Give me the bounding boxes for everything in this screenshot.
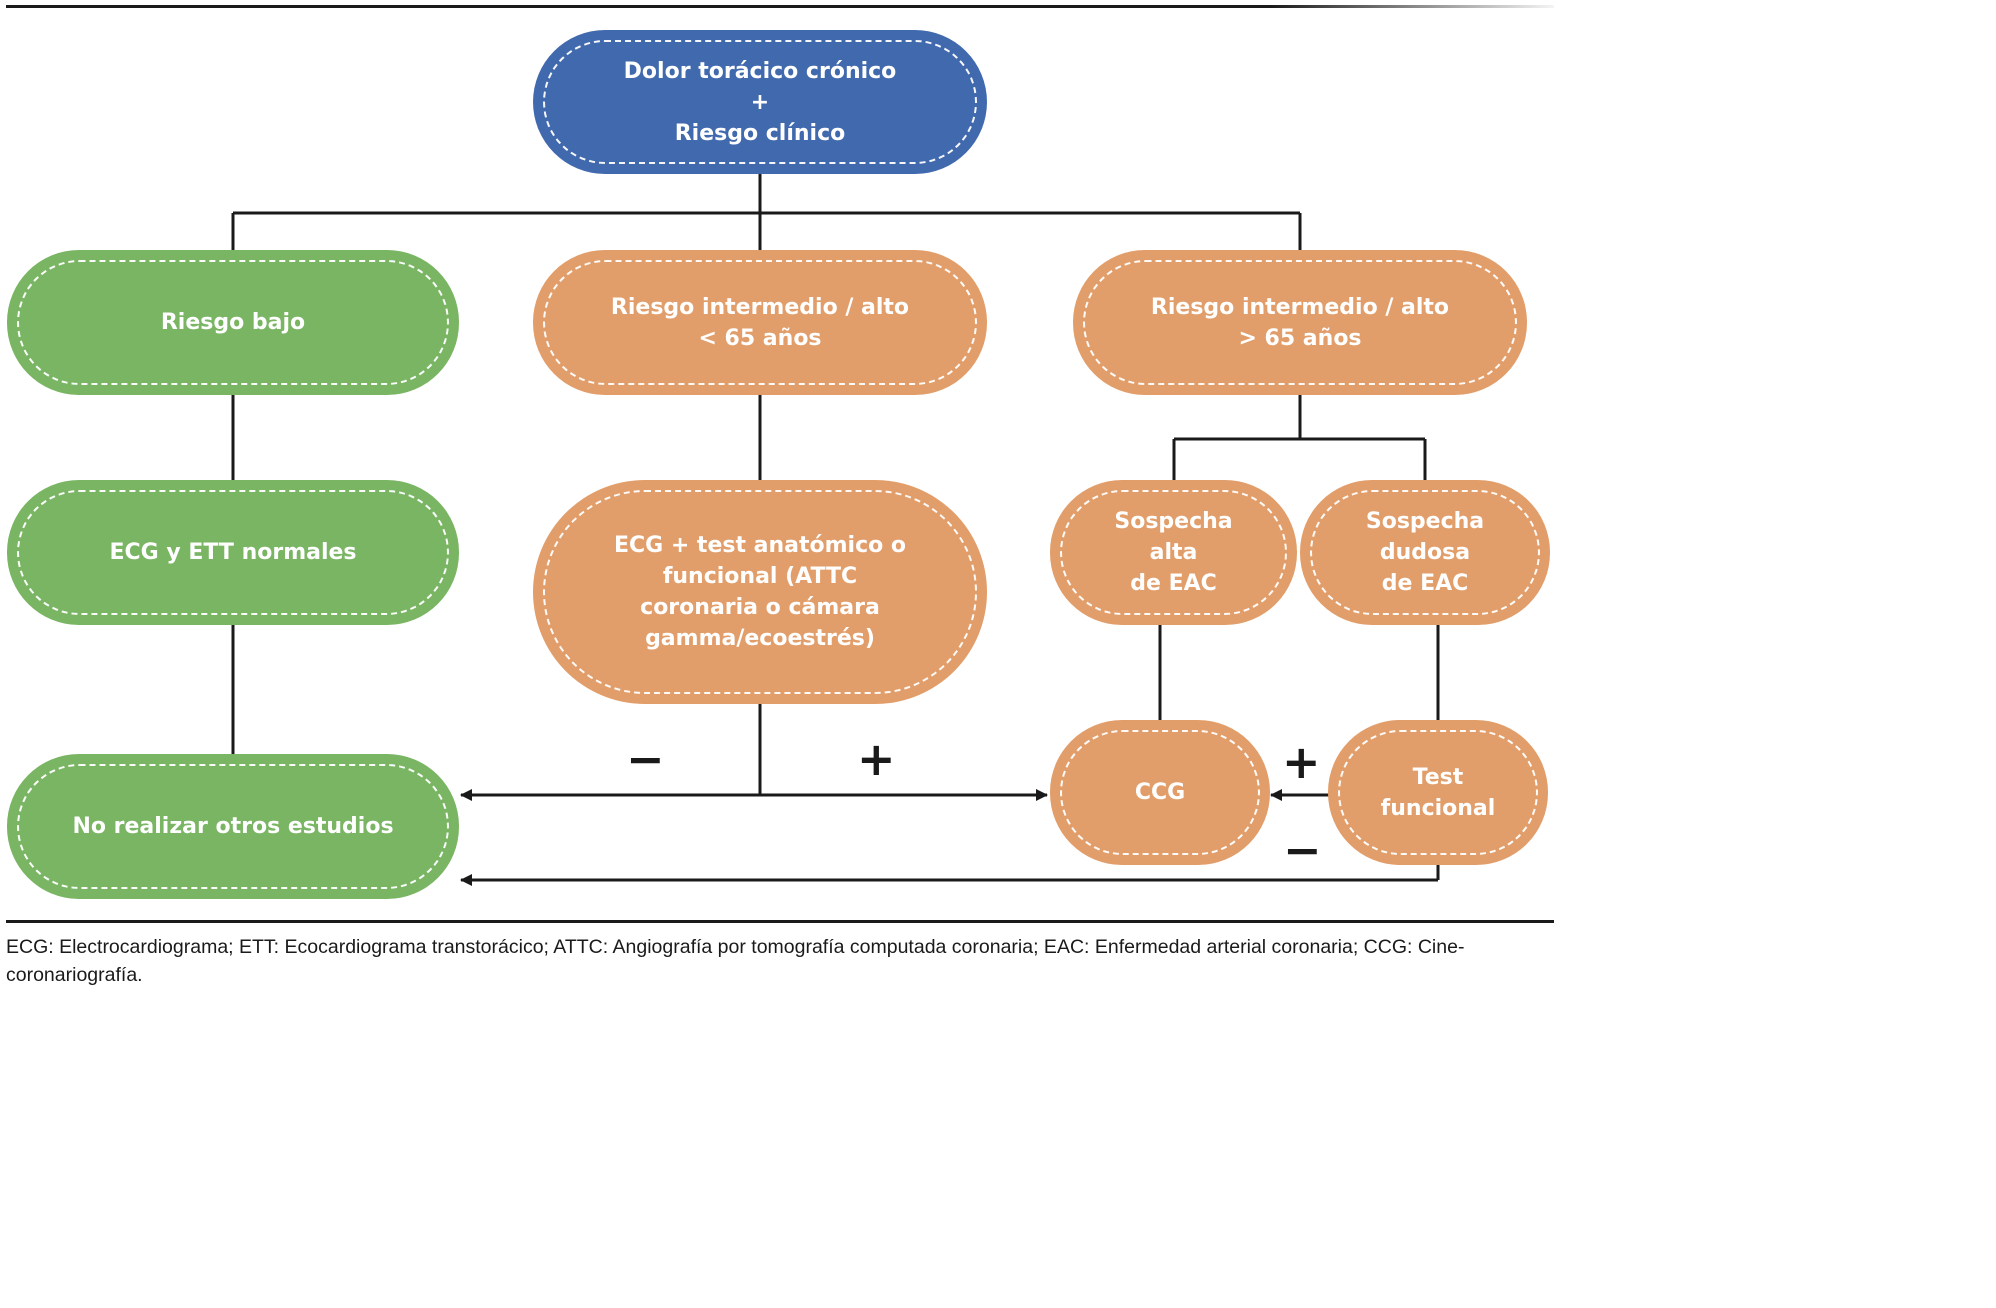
plus-sign-right: +: [1282, 735, 1321, 789]
minus-sign-right: −: [1283, 823, 1322, 877]
node-functional-test-label: Test funcional: [1380, 764, 1496, 821]
bottom-rule: [6, 920, 1554, 923]
node-ccg: CCG: [1050, 720, 1270, 865]
top-rule: [6, 5, 1554, 8]
plus-sign-middle: +: [857, 732, 896, 786]
node-functional-test: Test funcional: [1328, 720, 1548, 865]
top-rule-fade: [1270, 5, 1568, 8]
node-chronic-chest-pain-label: Dolor torácico crónico + Riesgo clínico: [623, 58, 897, 146]
node-ecg-ett-normal: ECG y ETT normales: [7, 480, 459, 625]
node-risk-intermediate-young-label: Riesgo intermedio / alto < 65 años: [610, 294, 910, 351]
node-risk-low: Riesgo bajo: [7, 250, 459, 395]
node-risk-intermediate-old-label: Riesgo intermedio / alto > 65 años: [1150, 294, 1450, 351]
node-risk-intermediate-old: Riesgo intermedio / alto > 65 años: [1073, 250, 1527, 395]
minus-sign-left: −: [626, 732, 665, 786]
node-no-more-studies: No realizar otros estudios: [7, 754, 459, 899]
node-ecg-ett-normal-label: ECG y ETT normales: [109, 540, 357, 565]
node-suspicion-high: Sospecha alta de EAC: [1050, 480, 1297, 625]
node-risk-low-label: Riesgo bajo: [160, 310, 306, 335]
node-suspicion-doubtful: Sospecha dudosa de EAC: [1300, 480, 1550, 625]
node-ecg-anatomic-functional-test-label: ECG + test anatómico o funcional (ATTC c…: [613, 533, 907, 651]
node-no-more-studies-label: No realizar otros estudios: [72, 814, 394, 839]
node-suspicion-doubtful-label: Sospecha dudosa de EAC: [1365, 509, 1485, 596]
node-suspicion-high-label: Sospecha alta de EAC: [1114, 509, 1233, 596]
node-ecg-anatomic-functional-test: ECG + test anatómico o funcional (ATTC c…: [533, 480, 987, 704]
node-ccg-label: CCG: [1134, 780, 1186, 805]
node-risk-intermediate-young: Riesgo intermedio / alto < 65 años: [533, 250, 987, 395]
node-chronic-chest-pain: Dolor torácico crónico + Riesgo clínico: [533, 30, 987, 174]
abbreviations-caption: ECG: Electrocardiograma; ETT: Ecocardiog…: [6, 936, 1465, 986]
